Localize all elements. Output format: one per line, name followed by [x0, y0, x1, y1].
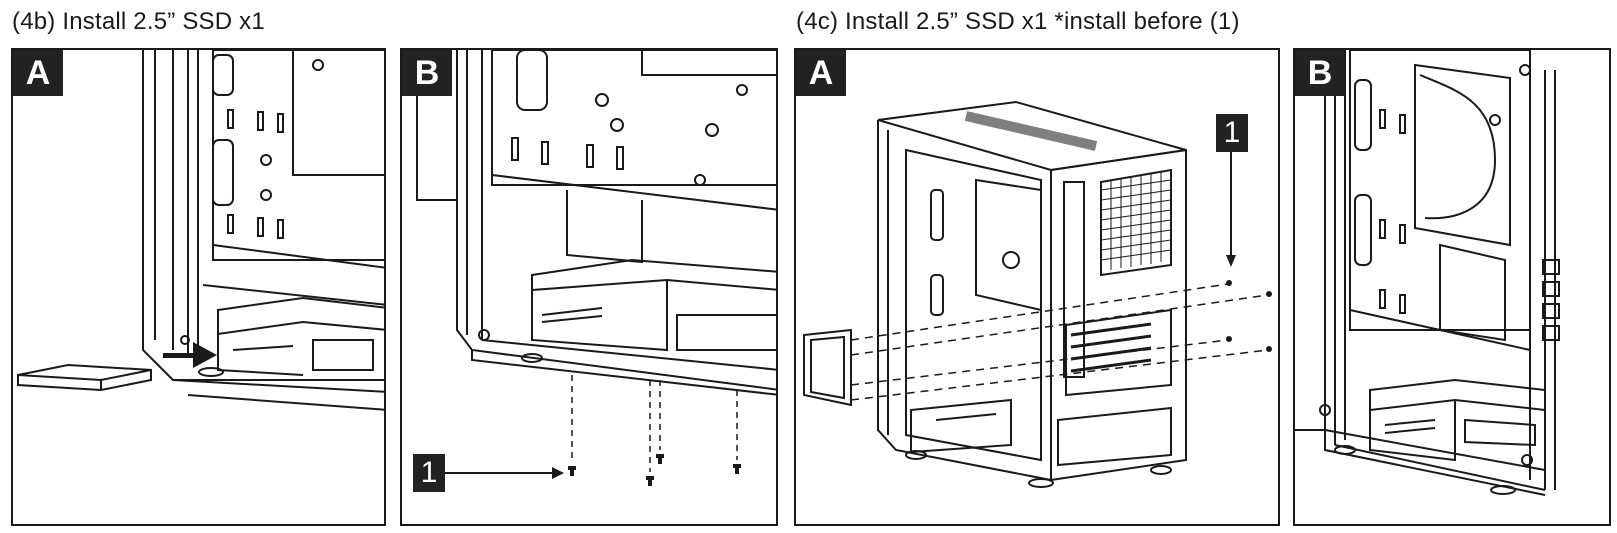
- callout-1: 1: [1216, 114, 1248, 152]
- panel-4c-a: A 1: [794, 48, 1280, 526]
- case-illustration-4b-a: [17, 50, 384, 411]
- heading-4c: (4c) Install 2.5” SSD x1 *install before…: [796, 8, 1240, 35]
- screw-icon: [1226, 280, 1272, 352]
- step-badge-a: A: [796, 50, 846, 96]
- arrow-right-icon: [163, 342, 217, 368]
- case-illustration-4c-a: [803, 100, 1272, 488]
- panel-4c-b: B: [1293, 48, 1611, 526]
- step-badge-b: B: [1295, 50, 1345, 96]
- case-illustration-4c-b: [1295, 50, 1560, 496]
- arrow-down-icon: [1226, 255, 1236, 267]
- panel-4b-a: A: [11, 48, 386, 526]
- step-badge-b: B: [402, 50, 452, 96]
- callout-1: 1: [413, 454, 445, 492]
- panel-4b-b: B 1: [400, 48, 778, 526]
- screw-icon: [568, 454, 741, 486]
- heading-4b: (4b) Install 2.5” SSD x1: [12, 8, 265, 35]
- arrow-right-icon: [552, 467, 564, 479]
- case-illustration-4b-b: [416, 50, 776, 486]
- step-badge-a: A: [13, 50, 63, 96]
